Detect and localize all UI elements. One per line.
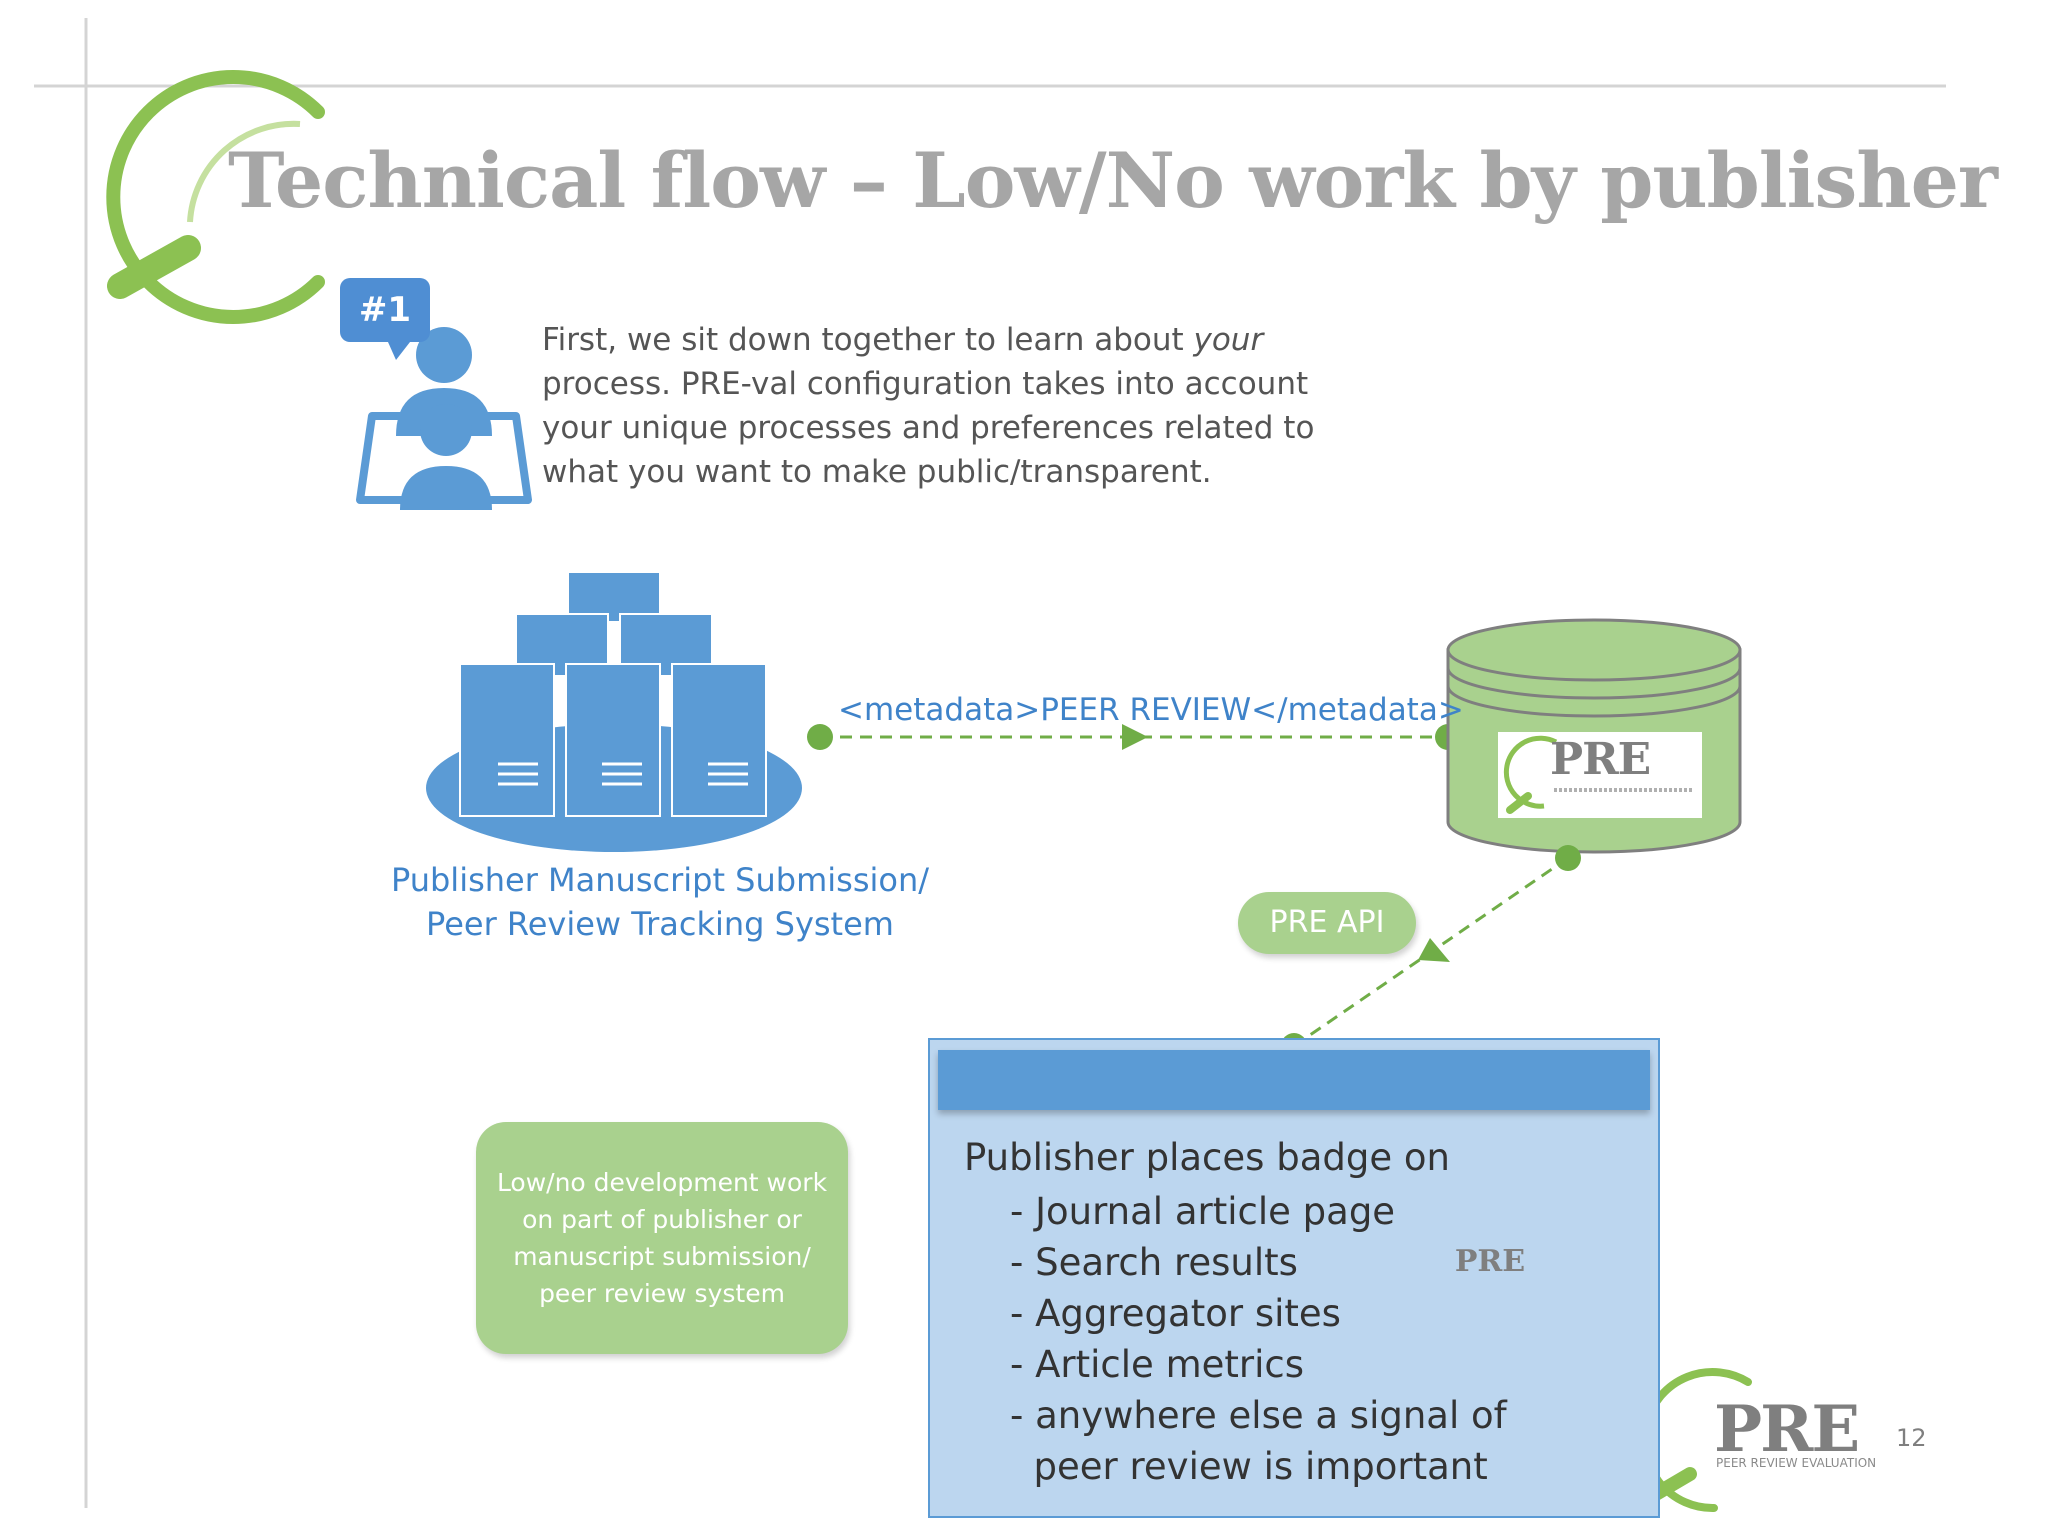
footer-logo-subtitle: PEER REVIEW EVALUATION (1716, 1456, 1877, 1470)
low-work-note-box: Low/no development work on part of publi… (476, 1122, 848, 1354)
intro-text-before: First, we sit down together to learn abo… (542, 322, 1194, 358)
database-pre-logo: PRE (1498, 732, 1702, 818)
list-item: - Search results (1010, 1241, 1298, 1284)
system-label: Publisher Manuscript Submission/ Peer Re… (380, 858, 940, 946)
metadata-label: <metadata>PEER REVIEW</metadata> (838, 692, 1464, 728)
slide-title: Technical flow – Low/No work by publishe… (228, 136, 1998, 225)
step-number-badge: #1 (340, 278, 430, 360)
intro-paragraph: First, we sit down together to learn abo… (542, 318, 1322, 494)
intro-text-emphasis: your (1193, 322, 1264, 358)
list-item: - Aggregator sites (1010, 1292, 1341, 1335)
system-label-line-1: Publisher Manuscript Submission/ (390, 861, 930, 899)
list-item: - Journal article page (1010, 1190, 1396, 1233)
magnifier-logo-icon (106, 70, 325, 324)
list-item: peer review is important (1010, 1445, 1488, 1488)
database-logo-magnifier-icon (1503, 735, 1694, 814)
database-logo-word: PRE (1550, 734, 1651, 785)
pre-api-pill: PRE API (1238, 892, 1416, 954)
server-cluster-icon (426, 571, 802, 852)
badge-panel-header-bar (938, 1050, 1650, 1110)
badge-placement-list: - Journal article page - Search results … (1010, 1186, 1507, 1492)
low-work-note-text: Low/no development work on part of publi… (496, 1168, 828, 1308)
meeting-people-icon (356, 327, 532, 510)
seal-badge-word: PRE (1454, 1244, 1526, 1279)
badge-panel-lead: Publisher places badge on (964, 1136, 1450, 1179)
list-item: - anywhere else a signal of (1010, 1394, 1507, 1437)
page-number: 12 (1896, 1424, 1927, 1452)
system-label-line-2: Peer Review Tracking System (426, 905, 894, 943)
footer-logo-word: PRE (1714, 1392, 1860, 1467)
list-item: - Article metrics (1010, 1343, 1304, 1386)
badge-placement-panel: Publisher places badge on - Journal arti… (928, 1038, 1660, 1518)
intro-text-after: process. PRE-val configuration takes int… (542, 366, 1315, 490)
